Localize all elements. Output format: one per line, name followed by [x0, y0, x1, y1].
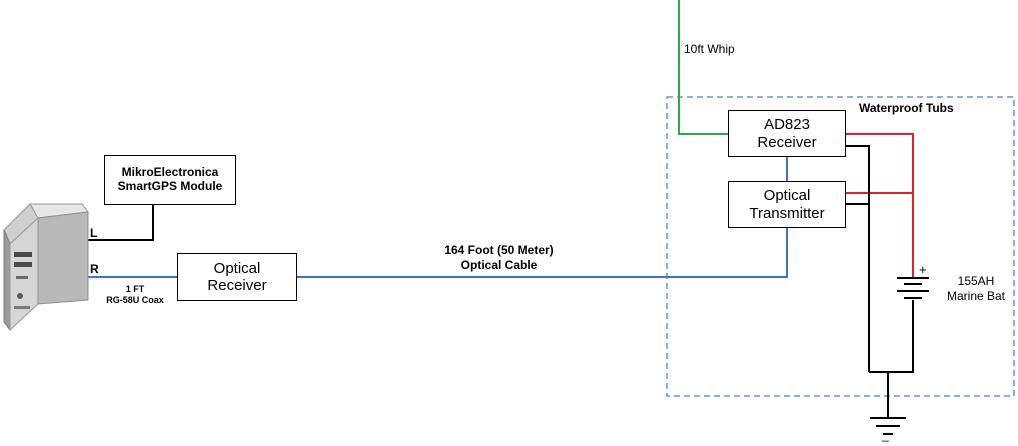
ad823-receiver-box: AD823 Receiver: [728, 110, 846, 157]
gps-module-line1: MikroElectronica: [121, 165, 219, 180]
gps-module-box: MikroElectronica SmartGPS Module: [104, 155, 236, 205]
battery-icon: [897, 277, 929, 299]
ground-bus-wire: [869, 300, 914, 373]
ad823-receiver-line1: AD823: [764, 116, 810, 134]
server-tower-icon: [3, 203, 89, 332]
enclosure-label: Waterproof Tubs: [859, 101, 954, 115]
optical-transmitter-line1: Optical: [763, 187, 811, 205]
battery-plus-label: +: [919, 262, 927, 277]
coax-label: 1 FT RG-58U Coax: [96, 284, 174, 306]
computer-left-port-label: L: [90, 226, 98, 240]
optical-receiver-line1: Optical: [213, 259, 261, 277]
optical-transmitter-box: Optical Transmitter: [728, 181, 846, 228]
coax-label-line1: 1 FT: [125, 284, 145, 294]
ground-wire-receiver: [846, 145, 870, 372]
ground-icon: [870, 417, 906, 435]
power-positive-wire-receiver: [846, 133, 914, 277]
optical-receiver-line2: Receiver: [207, 277, 267, 294]
optical-cable-line: [297, 228, 788, 278]
coax-label-line2: RG-58U Coax: [106, 295, 164, 305]
gps-module-wire: [88, 205, 154, 241]
gps-module-line2: SmartGPS Module: [117, 179, 223, 193]
battery-label-line1: 155AH: [957, 274, 995, 288]
ground-minus-label: _: [882, 428, 889, 442]
ad823-receiver-line2: Receiver: [757, 133, 817, 151]
optical-transmitter-line2: Transmitter: [749, 204, 825, 222]
computer-right-port-label: R: [90, 262, 99, 276]
antenna-label: 10ft Whip: [684, 42, 735, 56]
optical-cable-label-line1: 164 Foot (50 Meter): [444, 243, 554, 257]
optical-cable-label-line2: Optical Cable: [460, 258, 538, 272]
optical-cable-label: 164 Foot (50 Meter) Optical Cable: [414, 243, 584, 273]
optical-receiver-box: Optical Receiver: [177, 253, 297, 301]
antenna-whip-wire: [678, 0, 728, 135]
waterproof-enclosure: [666, 96, 1015, 397]
battery-label: 155AH Marine Bat: [938, 274, 1014, 304]
battery-label-line2: Marine Bat: [946, 289, 1006, 303]
